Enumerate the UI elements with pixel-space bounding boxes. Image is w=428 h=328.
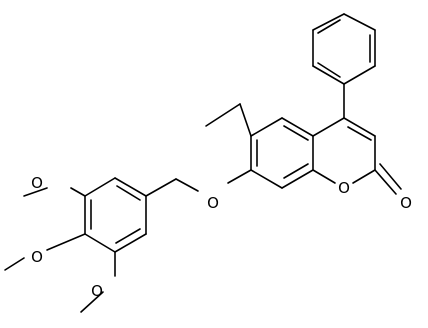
- methoxy-oxygen-label: O: [31, 174, 43, 192]
- bond: [281, 169, 314, 189]
- bond: [312, 169, 336, 184]
- bond: [84, 233, 116, 253]
- bond: [343, 65, 376, 85]
- bond: [317, 62, 341, 78]
- methoxy-oxygen-label: O: [91, 282, 103, 300]
- bond: [343, 117, 376, 137]
- bonds: [4, 13, 402, 313]
- bond: [205, 103, 241, 127]
- bond: [347, 126, 372, 141]
- bond: [352, 169, 376, 184]
- bond: [115, 228, 141, 244]
- bond: [114, 177, 147, 197]
- atom-labels: O O O O O O: [31, 174, 412, 300]
- bond: [46, 233, 86, 251]
- bond: [4, 257, 25, 271]
- bond: [317, 19, 341, 34]
- carbonyl-oxygen-label: O: [400, 194, 412, 212]
- bond: [114, 233, 147, 253]
- bond: [379, 163, 402, 190]
- bond: [23, 187, 48, 197]
- bond: [283, 125, 309, 141]
- bond: [80, 291, 104, 313]
- bond: [312, 117, 345, 137]
- bond: [343, 13, 376, 31]
- bond: [84, 177, 116, 197]
- bond: [374, 169, 397, 195]
- bond: [175, 178, 199, 192]
- bond: [312, 65, 345, 85]
- bond: [145, 178, 177, 197]
- bond: [250, 117, 283, 137]
- bond: [283, 163, 309, 179]
- bond: [239, 103, 252, 137]
- ether-oxygen-label: O: [207, 194, 219, 212]
- bond: [312, 13, 345, 31]
- bond: [250, 169, 283, 189]
- methoxy-oxygen-label: O: [31, 248, 43, 266]
- bond: [70, 187, 86, 197]
- bond: [281, 117, 314, 137]
- bond: [227, 169, 252, 184]
- ring-oxygen-label: O: [338, 179, 350, 197]
- bond: [116, 185, 141, 201]
